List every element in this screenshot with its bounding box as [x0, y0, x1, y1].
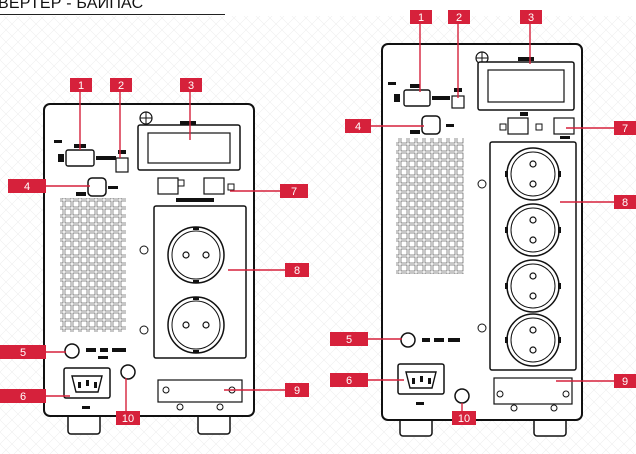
callout-number: 2	[118, 80, 124, 92]
callout-badge-4: 4	[345, 119, 371, 133]
grounding-screw	[454, 388, 470, 404]
socket-outlet	[505, 313, 561, 367]
callout-badge-5: 5	[0, 345, 46, 359]
callout-badge-2: 2	[110, 78, 132, 92]
bottom-plate	[157, 379, 243, 403]
callout-number: 7	[291, 186, 297, 198]
network-port-a	[507, 117, 529, 135]
leader-lines	[46, 24, 614, 411]
callout-number: 10	[122, 413, 134, 425]
socket-outlet	[167, 226, 225, 284]
callout-number: 2	[456, 12, 462, 24]
display-panel	[477, 61, 575, 111]
callout-number: 3	[528, 12, 534, 24]
comm-port	[403, 89, 431, 107]
callout-badge-1: 1	[70, 78, 92, 92]
callout-number: 8	[622, 197, 628, 209]
socket-outlet	[167, 296, 225, 354]
callout-number: 9	[622, 376, 628, 388]
network-port-b	[553, 117, 575, 135]
callout-number: 5	[346, 334, 352, 346]
callout-badge-4: 4	[8, 179, 46, 193]
socket-outlet	[505, 259, 561, 313]
socket-outlet	[505, 203, 561, 257]
callout-badge-3: 3	[520, 10, 542, 24]
callout-number: 4	[24, 181, 30, 193]
callout-badge-5: 5	[330, 332, 368, 346]
callout-badge-8: 8	[285, 263, 309, 277]
grounding-screw	[120, 364, 136, 380]
callout-number: 9	[294, 385, 300, 397]
callout-badge-9: 9	[614, 374, 636, 388]
callout-number: 1	[78, 80, 84, 92]
vent-grille	[396, 138, 464, 274]
callout-number: 8	[294, 265, 300, 277]
callout-badge-3: 3	[180, 78, 202, 92]
callout-number: 6	[20, 391, 26, 403]
callout-badge-6: 6	[330, 373, 368, 387]
power-switch	[87, 177, 107, 197]
socket-outlet	[505, 147, 561, 201]
callout-badge-6: 6	[0, 389, 46, 403]
callout-number: 7	[622, 123, 628, 135]
circuit-breaker	[64, 343, 80, 359]
page-title: ВЕРТЕР - БАЙПАС	[0, 0, 144, 12]
title-underline	[0, 14, 225, 15]
callout-number: 10	[458, 413, 470, 425]
power-switch	[421, 115, 441, 135]
callout-number: 6	[346, 375, 352, 387]
right-ups-unit	[381, 43, 583, 437]
callout-badge-7: 7	[614, 121, 636, 135]
callout-badge-1: 1	[410, 10, 432, 24]
network-port-b	[203, 177, 225, 195]
callout-number: 1	[418, 12, 424, 24]
callout-number: 3	[188, 80, 194, 92]
callout-number: 4	[355, 121, 361, 133]
circuit-breaker	[400, 332, 416, 348]
vent-grille	[60, 198, 126, 332]
callout-badge-10: 10	[116, 411, 140, 425]
usb-port	[115, 157, 129, 173]
bottom-plate	[493, 377, 573, 405]
callout-badge-10: 10	[452, 411, 476, 425]
callout-number: 5	[20, 347, 26, 359]
callout-badge-2: 2	[448, 10, 470, 24]
callout-badge-9: 9	[285, 383, 309, 397]
left-ups-unit	[43, 103, 255, 435]
callout-badge-7: 7	[280, 184, 308, 198]
callout-badge-8: 8	[614, 195, 636, 209]
